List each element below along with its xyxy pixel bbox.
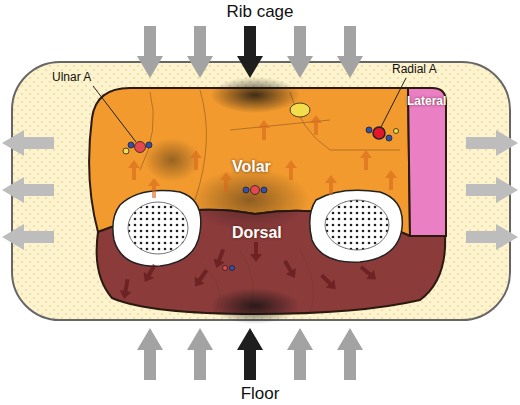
flow-arrow bbox=[258, 120, 270, 140]
pressure-arrow bbox=[137, 328, 163, 380]
ulnar-vessels bbox=[123, 142, 152, 155]
vein bbox=[146, 142, 152, 148]
pressure-arrow bbox=[287, 26, 313, 78]
flow-arrow bbox=[325, 175, 337, 195]
pressure-arrow bbox=[237, 328, 263, 380]
volar-flow-arrows bbox=[128, 115, 397, 198]
expansion-arrow bbox=[2, 224, 54, 250]
bone-marrow bbox=[128, 202, 188, 254]
flow-arrow bbox=[190, 150, 202, 170]
bone-marrow bbox=[325, 200, 389, 250]
vessel-label: Ulnar A bbox=[52, 70, 112, 84]
muscle-line bbox=[300, 250, 313, 312]
compartment-outline bbox=[408, 88, 446, 236]
expansion-arrow bbox=[2, 177, 54, 203]
flow-arrow bbox=[148, 178, 160, 198]
muscle-line bbox=[290, 92, 400, 150]
median-vessels bbox=[223, 103, 311, 271]
vessel-label: Radial A bbox=[392, 62, 462, 76]
compartment-name: Volar bbox=[232, 158, 271, 176]
flow-arrow bbox=[211, 247, 229, 270]
expansion-arrow bbox=[2, 130, 54, 156]
cast-outline bbox=[12, 62, 510, 320]
vein bbox=[230, 266, 235, 271]
flow-arrow bbox=[118, 278, 133, 300]
compartment-name: Lateral bbox=[407, 94, 446, 108]
radial-vessels bbox=[366, 127, 399, 141]
flow-arrow bbox=[190, 267, 211, 290]
pressure-arrows-top bbox=[137, 26, 363, 78]
flow-arrow bbox=[310, 115, 322, 135]
vein bbox=[366, 127, 372, 133]
bone-cortex bbox=[113, 191, 201, 267]
compartment-name: Dorsal bbox=[232, 224, 282, 242]
vein bbox=[261, 187, 267, 193]
nerve bbox=[123, 148, 129, 154]
compartment: Lateral bbox=[404, 86, 448, 238]
pressure-shade bbox=[144, 138, 200, 182]
vein bbox=[128, 142, 134, 148]
dorsal-flow-arrows bbox=[118, 242, 380, 300]
vein bbox=[386, 135, 392, 141]
leader-line bbox=[381, 78, 406, 127]
compartment-outline bbox=[97, 210, 446, 314]
pressure-arrow bbox=[137, 26, 163, 78]
expansion-arrow bbox=[466, 177, 518, 203]
artery bbox=[223, 266, 228, 271]
artery bbox=[135, 142, 146, 153]
vein bbox=[243, 187, 249, 193]
muscle-line bbox=[195, 90, 206, 200]
compartment: Dorsal bbox=[92, 198, 446, 316]
flow-arrow bbox=[357, 262, 380, 284]
muscle-line bbox=[230, 120, 330, 130]
bone-ulna bbox=[113, 191, 201, 267]
artery bbox=[251, 186, 260, 195]
bone-radius bbox=[310, 190, 403, 262]
flow-arrow bbox=[140, 262, 160, 285]
nerve bbox=[394, 129, 399, 134]
nerve bbox=[290, 103, 310, 117]
flow-arrow bbox=[317, 271, 340, 294]
pressure-arrows-bottom bbox=[137, 328, 363, 380]
flow-arrow bbox=[360, 150, 372, 170]
pressure-arrow bbox=[337, 26, 363, 78]
muscle-lines bbox=[140, 90, 400, 312]
flow-arrow bbox=[385, 170, 397, 190]
pressure-arrow bbox=[337, 328, 363, 380]
flow-arrow bbox=[280, 258, 300, 281]
pressure-source-label: Rib cage bbox=[0, 2, 520, 22]
pressure-shade bbox=[210, 77, 300, 113]
pressure-shade bbox=[190, 168, 310, 232]
pressure-shade bbox=[210, 288, 300, 324]
flow-arrow bbox=[128, 160, 140, 180]
pressure-source-label: Floor bbox=[0, 384, 520, 404]
flow-arrow bbox=[285, 160, 297, 180]
flow-arrow bbox=[250, 242, 262, 262]
pressure-arrow bbox=[187, 328, 213, 380]
muscle-line bbox=[200, 262, 220, 312]
compartment-shape bbox=[404, 86, 448, 238]
muscle-line bbox=[240, 250, 253, 312]
expansion-arrow bbox=[466, 224, 518, 250]
pressure-arrow bbox=[287, 328, 313, 380]
artery bbox=[373, 127, 385, 139]
compartment-shape bbox=[92, 198, 446, 316]
bone-cortex bbox=[310, 190, 403, 262]
expansion-arrow bbox=[466, 130, 518, 156]
flow-arrow bbox=[220, 172, 232, 192]
pressure-arrow bbox=[187, 26, 213, 78]
muscle-line bbox=[140, 92, 153, 170]
pressure-arrow bbox=[237, 26, 263, 78]
leader-line bbox=[93, 86, 136, 142]
